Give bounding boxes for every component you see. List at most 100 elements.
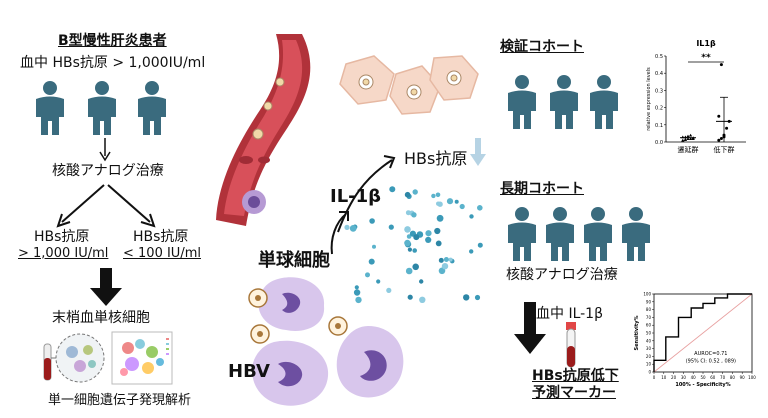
cytokine-dot	[404, 239, 411, 247]
person-icon	[546, 207, 574, 261]
validation-cohort-people-icon	[508, 75, 618, 129]
serum-il1b-label: 血中 IL-1β	[536, 306, 604, 322]
person-icon	[508, 207, 536, 261]
chart-title: IL1β	[696, 39, 716, 48]
cytokine-dot	[389, 186, 396, 193]
monocyte-cells-illustration	[248, 277, 404, 406]
cytokine-dot	[469, 249, 474, 254]
serum-hbs-label: 血中 HBs抗原 > 1,000IU/ml	[20, 55, 206, 71]
cytokine-dot	[413, 234, 420, 241]
data-point	[691, 137, 695, 140]
ci-label: (95% CI: 0.52 , 089)	[686, 359, 736, 365]
cytokine-dot	[436, 214, 444, 222]
cytokine-dot	[405, 267, 413, 275]
cytokine-dot	[441, 263, 449, 270]
person-icon	[622, 207, 650, 261]
cytokine-dot	[355, 296, 362, 304]
x-tick-label: 80	[730, 375, 736, 380]
x-tick-label: 0	[653, 375, 656, 380]
cytokine-dot	[425, 230, 432, 237]
cytokine-dot	[353, 289, 361, 296]
data-point	[725, 126, 729, 130]
data-point	[717, 138, 721, 142]
cytokine-dot	[368, 258, 375, 265]
y-tick-label: 0.0	[655, 140, 663, 146]
person-icon	[508, 75, 536, 129]
cytokine-dot	[354, 285, 359, 290]
x-tick-label: 100	[748, 375, 756, 380]
monocyte-label: 単球細胞	[258, 250, 330, 271]
branch-right-value: < 100 IU/ml	[123, 246, 201, 261]
cytokine-dot	[477, 205, 483, 211]
x-tick-label: 30	[681, 375, 687, 380]
y-tick-label: 0.4	[655, 71, 663, 77]
y-tick-label: 0.5	[655, 54, 663, 60]
cytokine-dot	[463, 294, 470, 301]
cytokine-dot	[412, 263, 419, 271]
data-point	[719, 137, 723, 141]
long-term-cohort-people-icon	[508, 207, 650, 261]
y-tick-label: 80	[646, 307, 652, 312]
right-big-down-arrow	[514, 302, 546, 354]
person-icon	[88, 81, 116, 135]
cytokine-dot	[435, 192, 441, 198]
cytokine-dot	[469, 214, 474, 219]
cytokine-dot	[436, 201, 441, 206]
person-icon	[36, 81, 64, 135]
cytokine-dot	[365, 272, 370, 278]
pbmc-illustration	[43, 331, 173, 385]
x-tick-label: 50	[700, 375, 706, 380]
data-point	[689, 137, 693, 140]
y-tick-label: 50	[646, 331, 652, 336]
x-tick-label: 40	[691, 375, 697, 380]
y-tick-label: 40	[646, 338, 652, 343]
cytokine-dot	[446, 198, 454, 205]
patient-group-icon	[36, 81, 166, 135]
cytokine-dot	[412, 189, 418, 195]
person-icon	[138, 81, 166, 135]
y-tick-label: 100	[643, 292, 651, 297]
cytokine-dot	[407, 247, 412, 252]
cytokine-dot	[434, 227, 441, 235]
y-tick-label: 20	[646, 354, 652, 359]
cytokine-dot	[477, 242, 483, 248]
cytokine-dot	[407, 294, 413, 300]
y-axis-label: Sensitivity%	[634, 316, 640, 351]
data-point	[686, 134, 690, 138]
cytokine-dot	[438, 267, 446, 275]
x-tick-label: 70	[720, 375, 726, 380]
patient-title: B型慢性肝炎患者	[58, 33, 167, 49]
magnified-cells-icon	[55, 333, 105, 383]
cytokine-dot	[448, 257, 453, 262]
cytokine-dot	[454, 199, 459, 204]
y-tick-label: 0.3	[655, 88, 663, 94]
x-axis-label: 100% - Specificity%	[675, 382, 730, 388]
cytokine-dots	[344, 186, 483, 304]
cytokine-dot	[419, 296, 426, 303]
cytokine-dot	[474, 294, 481, 301]
cytokine-dot	[438, 257, 444, 263]
cytokine-dot	[411, 212, 417, 218]
y-tick-label: 10	[646, 362, 652, 367]
x-tick-label: 60	[710, 375, 716, 380]
analysis-label: 単一細胞遺伝子発現解析	[48, 393, 192, 408]
x-tick-label: 90	[740, 375, 746, 380]
category-label: 遷延群	[678, 145, 699, 154]
person-icon	[590, 75, 618, 129]
cytokine-dot	[386, 287, 392, 293]
marker-line1: HBs抗原低下	[532, 368, 619, 384]
big-down-arrow	[90, 268, 122, 306]
validation-cohort-title: 検証コホート	[500, 39, 584, 55]
cytokine-dot	[404, 226, 411, 233]
y-tick-label: 30	[646, 346, 652, 351]
y-axis-label: relative expression levels	[646, 67, 652, 131]
hbv-label: HBV	[228, 361, 270, 382]
cytokine-dot	[372, 244, 376, 249]
cytokine-dot	[459, 203, 465, 210]
person-icon	[584, 207, 612, 261]
y-tick-label: 0.2	[655, 106, 663, 112]
blood-tube-icon	[566, 322, 576, 368]
light-blue-arrow	[470, 138, 486, 166]
data-point	[719, 63, 723, 67]
data-point	[681, 138, 685, 142]
